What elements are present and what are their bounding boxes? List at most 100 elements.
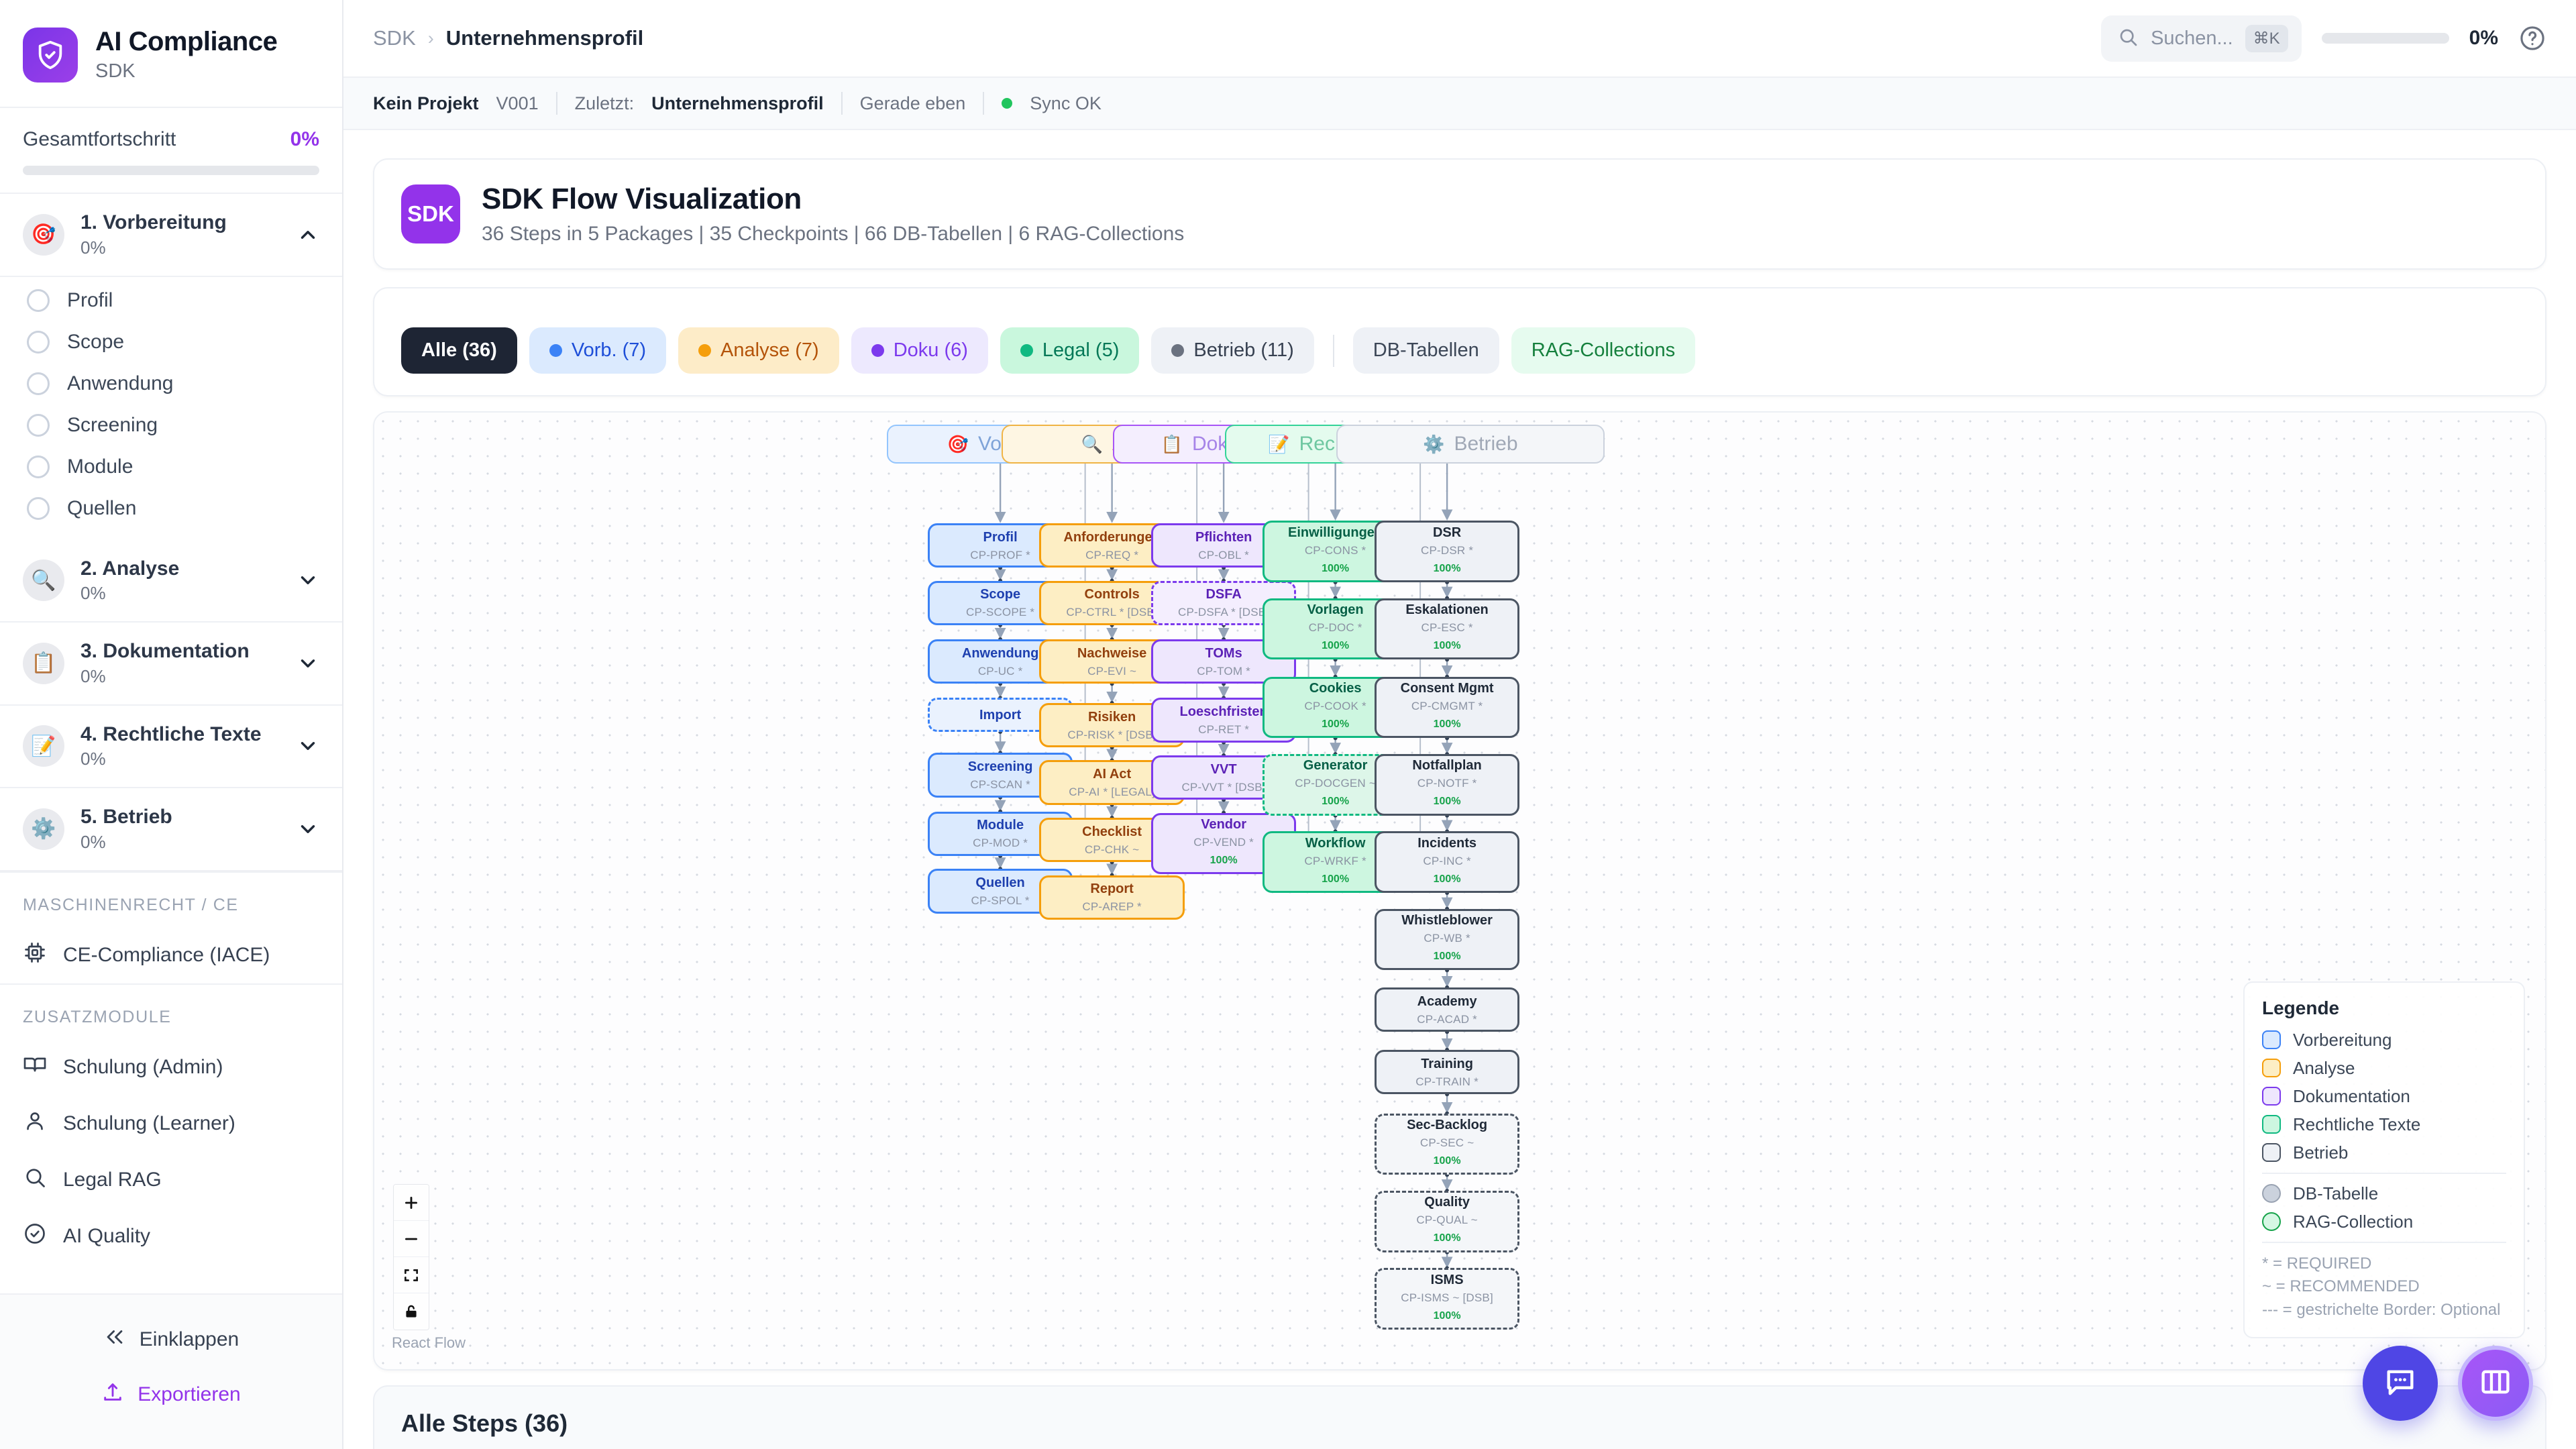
zoom-in-button[interactable] xyxy=(394,1185,429,1221)
lock-button[interactable] xyxy=(394,1293,429,1330)
legend-swatch-icon xyxy=(2262,1184,2281,1203)
phase-emoji-icon: 📋 xyxy=(23,642,64,684)
step-status-radio-icon[interactable] xyxy=(27,455,50,478)
flow-node-title: Checklist xyxy=(1082,824,1142,839)
flow-node-title: Sec-Backlog xyxy=(1407,1118,1488,1133)
filter-chip-analyse-7[interactable]: Analyse (7) xyxy=(678,327,839,374)
filter-chip-db-tabellen[interactable]: DB-Tabellen xyxy=(1352,327,1499,374)
legend-note: --- = gestrichelte Border: Optional xyxy=(2262,1301,2501,1320)
flow-node-code: CP-REQ * xyxy=(1085,548,1139,561)
flow-node-title: Workflow xyxy=(1305,835,1366,851)
sidebar-footer: Einklappen Exportieren xyxy=(0,1293,342,1449)
flow-canvas-card: 🎯Vorbereitung🔍Analyse📋Dokumentation📝Rech… xyxy=(373,411,2546,1371)
chevron-down-icon[interactable] xyxy=(297,652,319,675)
meta-sep-2 xyxy=(841,92,843,115)
filter-chip-label: DB-Tabellen xyxy=(1373,339,1479,361)
chat-fab[interactable] xyxy=(2363,1346,2438,1421)
sidebar-item-scope[interactable]: Scope xyxy=(0,321,342,363)
sidebar-item-ce-compliance[interactable]: CE-Compliance (IACE) xyxy=(0,927,342,983)
filter-chip-legal-5[interactable]: Legal (5) xyxy=(1000,327,1140,374)
fit-view-button[interactable] xyxy=(394,1257,429,1293)
meta-sep-3 xyxy=(983,92,985,115)
collapse-sidebar-button[interactable]: Einklappen xyxy=(0,1312,342,1367)
search-input[interactable]: Suchen... ⌘K xyxy=(2101,15,2302,62)
legend-row-rechtliche-texte: Rechtliche Texte xyxy=(2262,1114,2506,1135)
flow-node-code: CP-SCAN * xyxy=(970,777,1030,791)
filter-chip-rag-collections[interactable]: RAG-Collections xyxy=(1511,327,1696,374)
sidebar-item-anwendung[interactable]: Anwendung xyxy=(0,363,342,405)
filter-chip-vorb-7[interactable]: Vorb. (7) xyxy=(529,327,667,374)
chevrons-left-icon xyxy=(103,1326,126,1354)
export-button[interactable]: Exportieren xyxy=(0,1367,342,1422)
sidebar-item-screening[interactable]: Screening xyxy=(0,405,342,446)
zoom-out-button[interactable] xyxy=(394,1221,429,1257)
meta-version: V001 xyxy=(496,93,539,113)
sidebar-item-legal-rag[interactable]: Legal RAG xyxy=(0,1152,342,1208)
content-area: SDK SDK Flow Visualization 36 Steps in 5… xyxy=(343,130,2576,1449)
step-status-radio-icon[interactable] xyxy=(27,330,50,354)
step-status-radio-icon[interactable] xyxy=(27,496,50,520)
flow-node-title: TOMs xyxy=(1205,645,1242,661)
flow-node-code: CP-RET * xyxy=(1198,723,1250,737)
sidebar-item-profil[interactable]: Profil xyxy=(0,280,342,321)
filter-chip-doku-6[interactable]: Doku (6) xyxy=(851,327,988,374)
breadcrumb-root[interactable]: SDK xyxy=(373,26,416,50)
flow-node-title: DSR xyxy=(1432,525,1462,540)
question-circle-icon[interactable] xyxy=(2518,24,2546,52)
header-progress-bar xyxy=(2321,33,2449,44)
flow-node-progress-value: 100% xyxy=(1433,562,1461,574)
step-status-radio-icon[interactable] xyxy=(27,413,50,437)
flow-node-progress-value: 100% xyxy=(1210,854,1238,866)
sidebar-item-schulung-admin[interactable]: Schulung (Admin) xyxy=(0,1039,342,1095)
flow-node-title: Vorlagen xyxy=(1307,602,1364,617)
meta-last-value: Unternehmensprofil xyxy=(651,93,824,113)
flow-node-code: CP-COOK * xyxy=(1304,700,1366,713)
section-header-modules: ZUSATZMODULE xyxy=(23,1007,172,1026)
step-status-radio-icon[interactable] xyxy=(27,372,50,395)
metabar: Kein Projekt V001 Zuletzt: Unternehmensp… xyxy=(343,78,2576,130)
filter-chip-alle-36[interactable]: Alle (36) xyxy=(401,327,517,374)
sidebar-item-quellen[interactable]: Quellen xyxy=(0,488,342,529)
flow-node-code: CP-CTRL * [DSB] xyxy=(1066,606,1158,619)
step-status-radio-icon[interactable] xyxy=(27,288,50,312)
flow-node-code: CP-ESC * xyxy=(1421,621,1473,634)
filter-chip-betrieb-11[interactable]: Betrieb (11) xyxy=(1151,327,1314,374)
sidebar-item-ai-quality[interactable]: AI Quality xyxy=(0,1208,342,1265)
lane-emoji-icon: 📋 xyxy=(1161,433,1183,454)
chevron-down-icon[interactable] xyxy=(297,569,319,592)
sidebar-item-legal-rag-label: Legal RAG xyxy=(63,1168,162,1191)
chevron-up-icon[interactable] xyxy=(297,223,319,246)
overall-progress-value: 0% xyxy=(290,128,319,150)
brand-block[interactable]: AI Compliance SDK xyxy=(0,0,342,108)
chevron-down-icon[interactable] xyxy=(297,818,319,841)
sidebar-item-module[interactable]: Module xyxy=(0,446,342,488)
filter-color-dot-icon xyxy=(549,344,562,357)
panel-fab[interactable] xyxy=(2458,1346,2533,1421)
sidebar-item-schulung-learner[interactable]: Schulung (Learner) xyxy=(0,1095,342,1152)
legend-row-betrieb: Betrieb xyxy=(2262,1142,2506,1163)
flow-node-code: CP-UC * xyxy=(977,664,1023,678)
chevron-down-icon[interactable] xyxy=(297,735,319,757)
filter-divider xyxy=(1332,334,1334,367)
sidebar-item-label: Module xyxy=(67,455,133,478)
flow-canvas[interactable]: 🎯Vorbereitung🔍Analyse📋Dokumentation📝Rech… xyxy=(374,413,2545,1369)
